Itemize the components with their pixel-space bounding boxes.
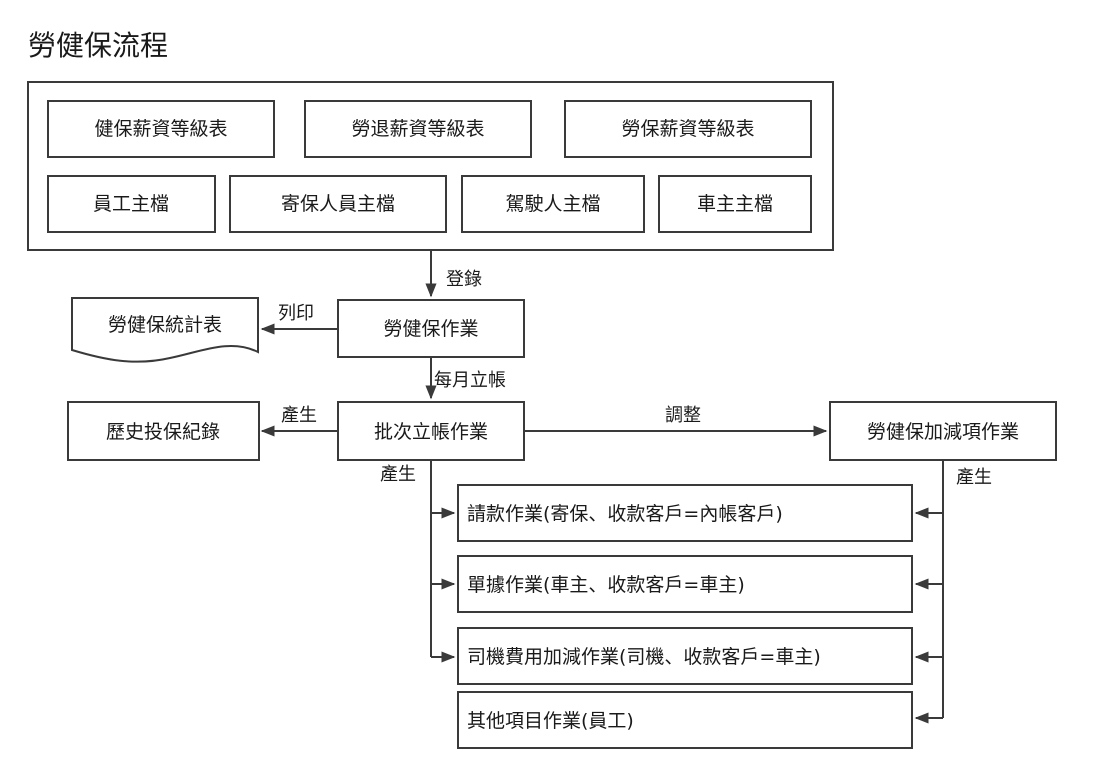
master-file-box: 駕駛人主檔	[461, 175, 645, 233]
generate-outputs-label: 產生	[380, 464, 416, 485]
master-file-label: 寄保人員主檔	[281, 193, 395, 215]
page-title: 勞健保流程	[28, 29, 168, 62]
batch-posting-op-box: 批次立帳作業	[337, 401, 525, 461]
master-file-label: 駕駛人主檔	[505, 193, 600, 215]
master-file-box: 員工主檔	[47, 175, 216, 233]
node-label: 勞健保統計表	[108, 314, 222, 336]
node-label: 批次立帳作業	[374, 421, 488, 443]
generate-adjust-outputs-label: 產生	[956, 467, 992, 488]
master-file-box: 車主主檔	[658, 175, 812, 233]
output-box: 請款作業(寄保、收款客戶=內帳客戶)	[457, 484, 913, 542]
master-file-box: 健保薪資等級表	[47, 100, 275, 158]
print-label: 列印	[278, 303, 314, 324]
master-file-label: 健保薪資等級表	[94, 118, 227, 140]
node-label: 勞健保作業	[383, 318, 478, 340]
adjust-label: 調整	[665, 405, 701, 426]
master-file-label: 車主主檔	[697, 193, 773, 215]
master-file-label: 員工主檔	[93, 193, 169, 215]
generate-history-label: 產生	[281, 405, 317, 426]
output-box: 司機費用加減作業(司機、收款客戶=車主)	[457, 627, 913, 685]
node-label: 勞健保加減項作業	[867, 421, 1019, 443]
master-file-box: 寄保人員主檔	[229, 175, 447, 233]
insurance-history-box: 歷史投保紀錄	[67, 401, 260, 461]
statistics-report-document: 勞健保統計表	[71, 297, 259, 363]
master-file-label: 勞退薪資等級表	[351, 118, 484, 140]
master-file-box: 勞退薪資等級表	[304, 100, 532, 158]
monthly-posting-label: 每月立帳	[434, 370, 506, 391]
master-file-box: 勞保薪資等級表	[564, 100, 812, 158]
node-label: 歷史投保紀錄	[106, 421, 220, 443]
output-box: 單據作業(車主、收款客戶=車主)	[457, 555, 913, 613]
output-label: 單據作業(車主、收款客戶=車主)	[467, 574, 745, 596]
master-file-label: 勞保薪資等級表	[621, 118, 754, 140]
output-label: 其他項目作業(員工)	[467, 710, 634, 732]
labor-health-insurance-op-box: 勞健保作業	[337, 299, 525, 358]
output-label: 司機費用加減作業(司機、收款客戶=車主)	[467, 646, 821, 668]
adjustment-op-box: 勞健保加減項作業	[829, 401, 1057, 461]
output-box: 其他項目作業(員工)	[457, 691, 913, 749]
output-label: 請款作業(寄保、收款客戶=內帳客戶)	[467, 503, 783, 525]
register-label: 登錄	[446, 269, 482, 290]
